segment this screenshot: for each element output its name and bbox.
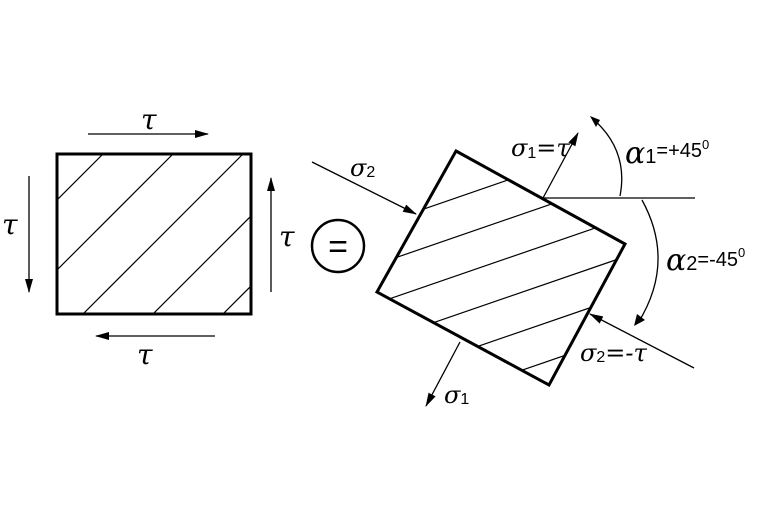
alpha1-arc — [591, 117, 623, 197]
sigma1-label-bottom: σ1 — [444, 381, 469, 409]
sigma2-equals-neg-tau-label: σ2=-τ — [580, 339, 648, 367]
square-element — [55, 152, 253, 316]
sigma1-equals-tau-label: σ1=τ — [511, 134, 570, 162]
alpha1-label: α1=+450 — [625, 136, 709, 171]
sigma2-arrow-bottom — [589, 313, 695, 369]
rotated-outline — [374, 148, 628, 388]
equals-text: = — [328, 228, 348, 266]
rotated-hatching — [377, 151, 625, 385]
alpha2-arc-arrowhead — [634, 314, 645, 326]
tau-label-right: τ — [279, 220, 295, 253]
sigma1-arrow-top — [542, 132, 579, 199]
sigma2-label-top: σ2 — [350, 154, 375, 182]
square-outline — [55, 152, 253, 316]
rotated-element — [374, 148, 628, 388]
alpha2-arc — [637, 199, 659, 324]
square-hatching — [57, 154, 251, 314]
tau-label-bottom: τ — [137, 338, 153, 371]
alpha2-label: α2=-450 — [666, 243, 745, 278]
tau-label-top: τ — [141, 103, 157, 136]
equals-symbol: = — [310, 218, 366, 274]
tau-label-left: τ — [2, 208, 18, 241]
sigma2-arrow-top — [311, 161, 417, 215]
alpha1-arc-arrowhead — [590, 116, 600, 127]
sigma1-arrow-bottom — [425, 341, 461, 407]
